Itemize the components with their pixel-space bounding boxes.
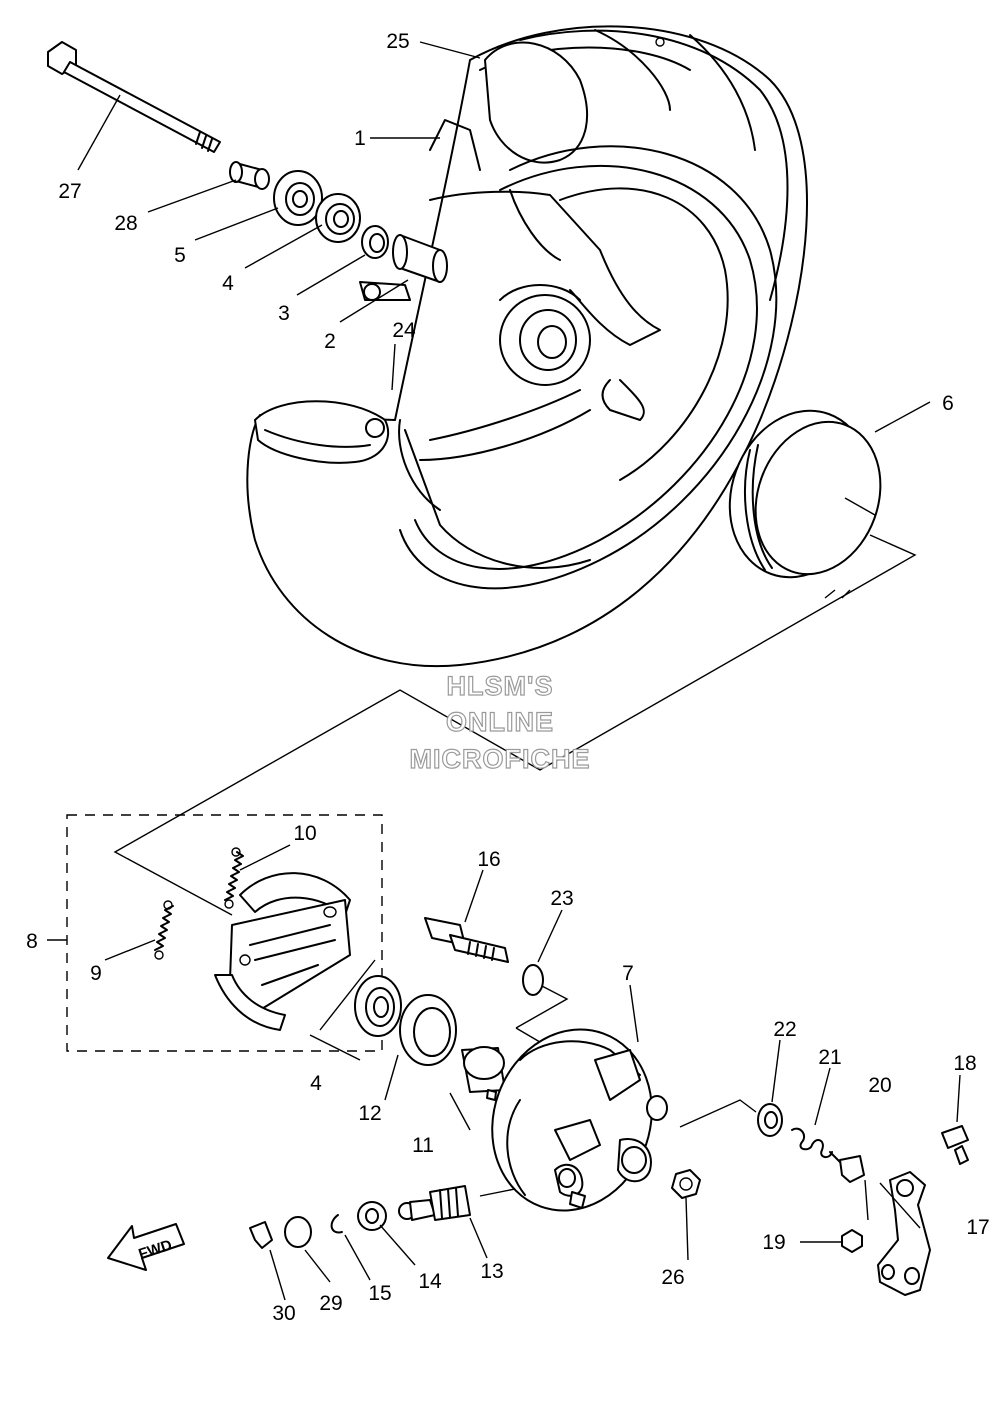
torsion-spring xyxy=(791,1127,841,1163)
callout-30: 30 xyxy=(272,1302,295,1325)
pinch-bolt xyxy=(941,1125,969,1165)
rubber-plug xyxy=(284,1216,312,1248)
callout-14: 14 xyxy=(418,1270,442,1293)
axle-bolt xyxy=(47,41,221,153)
watermark-line-1: HLSM'S xyxy=(447,671,554,701)
hex-nut xyxy=(671,1169,701,1199)
brake-shoes xyxy=(214,872,351,1031)
callout-7: 7 xyxy=(622,962,634,985)
callout-20: 20 xyxy=(868,1074,891,1097)
callout-16: 16 xyxy=(477,848,500,871)
speedo-drive xyxy=(461,1046,506,1101)
brake-shoe-kit-box xyxy=(66,814,383,1052)
retaining-clip xyxy=(249,1221,273,1249)
callout-1: 1 xyxy=(354,127,366,150)
watermark-line-3: MICROFICHE xyxy=(410,744,591,774)
callout-23: 23 xyxy=(550,887,573,910)
oil-seal xyxy=(273,170,323,226)
callout-8: 8 xyxy=(26,930,38,953)
circlip xyxy=(330,1214,343,1234)
washer xyxy=(357,1201,387,1231)
spacer-collar xyxy=(229,161,270,190)
lever-nut xyxy=(841,1229,863,1253)
cable-adjuster xyxy=(398,1185,471,1221)
callout-13: 13 xyxy=(480,1260,503,1283)
brake-camshaft xyxy=(424,917,509,963)
forward-direction-arrow: FWD xyxy=(107,1223,185,1271)
callout-15: 15 xyxy=(368,1282,391,1305)
bearing-upper xyxy=(315,193,361,243)
callout-labels: 1 2 3 4 5 6 7 8 9 10 11 12 13 14 15 16 1… xyxy=(26,30,990,1325)
brake-shoe-plate xyxy=(491,1028,668,1212)
leader-lines xyxy=(47,41,961,1301)
watermark: HLSM'S ONLINE MICROFICHE xyxy=(409,670,591,774)
bearing-lower xyxy=(354,975,402,1037)
callout-29: 29 xyxy=(319,1292,342,1315)
callout-24: 24 xyxy=(392,319,416,342)
callout-18: 18 xyxy=(953,1052,976,1075)
callout-11: 11 xyxy=(412,1134,434,1157)
callout-6: 6 xyxy=(942,392,954,415)
brake-drum-ring xyxy=(728,409,882,579)
camshaft-lever xyxy=(877,1171,931,1296)
hub-spacer xyxy=(392,234,448,283)
callout-4: 4 xyxy=(222,272,234,295)
callout-26: 26 xyxy=(661,1266,684,1289)
callout-9: 9 xyxy=(90,962,102,985)
callout-12: 12 xyxy=(358,1102,381,1125)
callout-25: 25 xyxy=(386,30,409,53)
callout-17: 17 xyxy=(966,1216,989,1239)
callout-19: 19 xyxy=(762,1231,785,1254)
oil-seal-lower xyxy=(399,994,457,1066)
watermark-line-2: ONLINE xyxy=(446,707,554,737)
callout-22: 22 xyxy=(773,1018,796,1041)
callout-3: 3 xyxy=(278,302,290,325)
callout-27: 27 xyxy=(58,180,81,203)
callout-21: 21 xyxy=(818,1046,841,1069)
wheel-rim xyxy=(246,25,808,668)
o-ring xyxy=(522,964,544,996)
callout-10: 10 xyxy=(293,822,316,845)
callout-5: 5 xyxy=(174,244,186,267)
shoe-springs xyxy=(154,847,244,960)
callout-28: 28 xyxy=(114,212,137,235)
callout-2: 2 xyxy=(324,330,336,353)
callout-4-lower: 4 xyxy=(310,1072,322,1095)
seal-small xyxy=(757,1103,783,1137)
flange-collar xyxy=(361,225,389,259)
wear-indicator xyxy=(839,1155,865,1183)
